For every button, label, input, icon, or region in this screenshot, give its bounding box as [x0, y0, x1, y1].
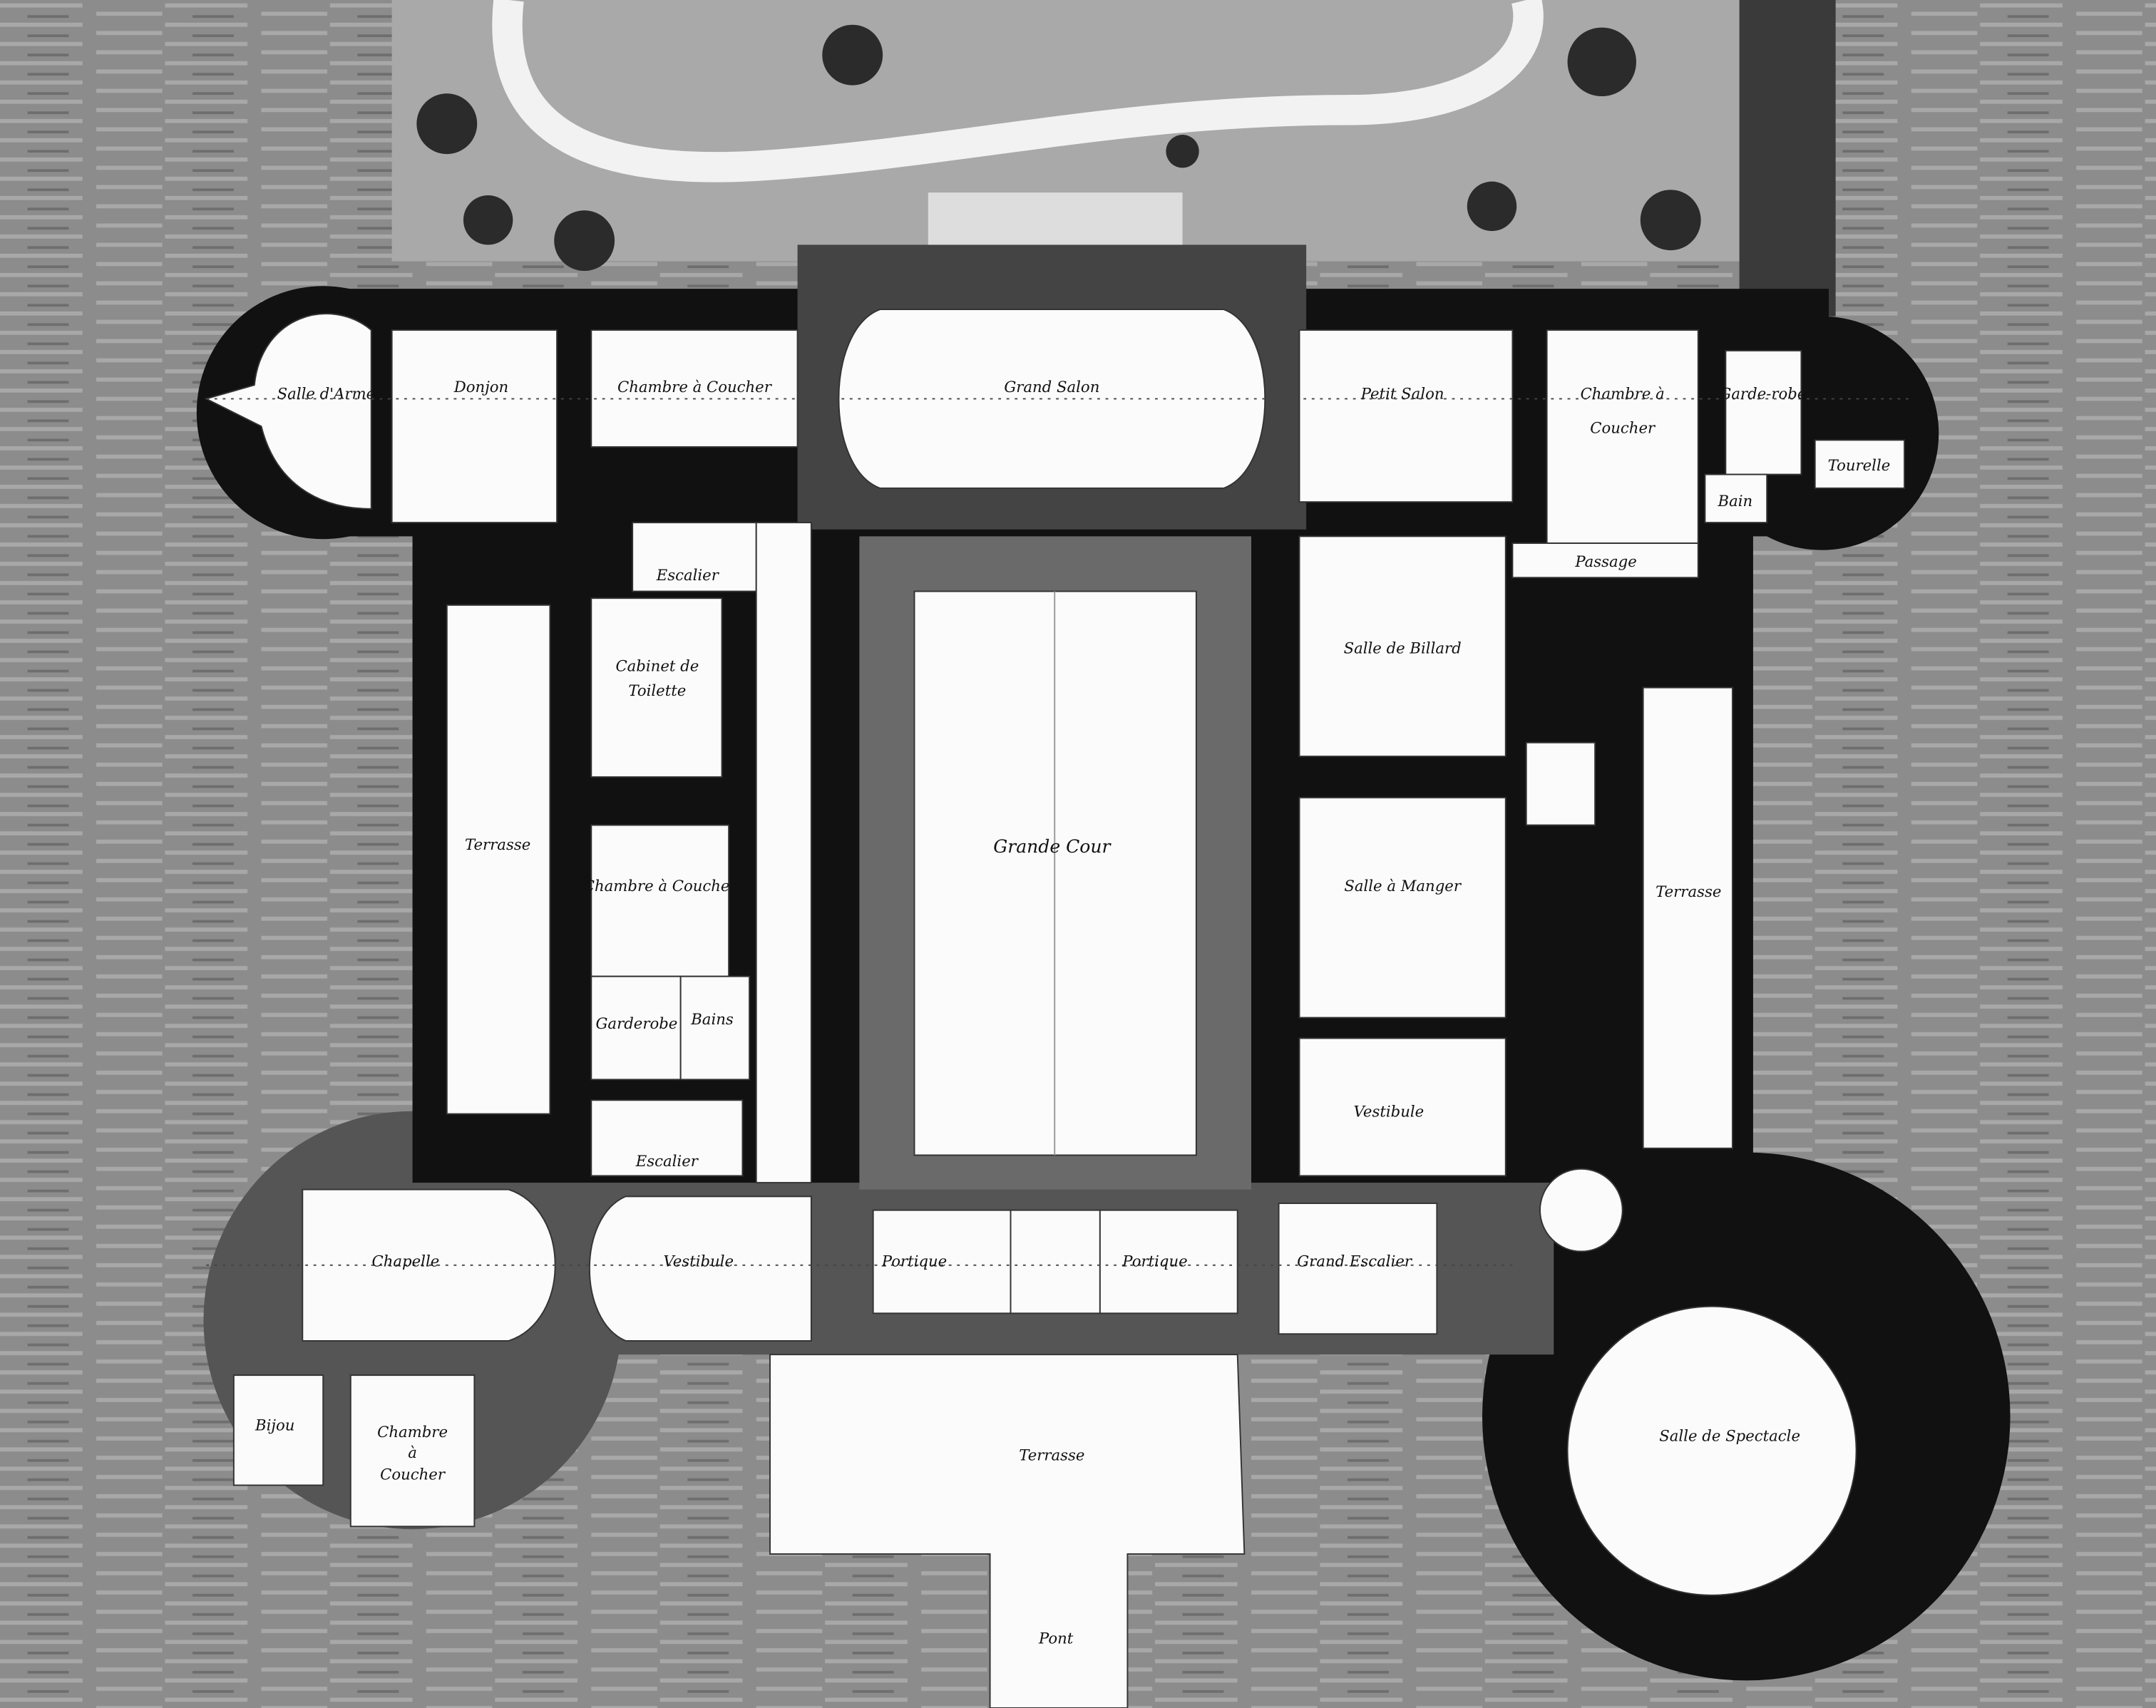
label-bain: Bain	[1718, 493, 1753, 510]
room-labels: Salle d'Armes Donjon Chambre à Coucher G…	[255, 379, 1890, 1648]
garden	[391, 0, 1836, 317]
label-grand-salon: Grand Salon	[1004, 379, 1099, 396]
label-chambre-sw-1: Chambre	[377, 1424, 448, 1441]
label-spectacle: Salle de Spectacle	[1659, 1428, 1800, 1446]
label-garde-robe: Garde-robe	[1719, 385, 1806, 403]
label-petit-salon: Petit Salon	[1360, 385, 1444, 403]
label-chambre-sw-2: à	[408, 1444, 417, 1462]
label-grande-cour: Grande Cour	[993, 836, 1112, 857]
label-pont: Pont	[1038, 1630, 1074, 1647]
label-escalier-n: Escalier	[656, 567, 720, 585]
label-chambre-ne-1: Chambre à	[1581, 385, 1665, 403]
label-chapelle: Chapelle	[372, 1253, 440, 1271]
label-portique-2: Portique	[1121, 1253, 1187, 1271]
label-billard: Salle de Billard	[1344, 639, 1462, 657]
label-terrasse-w: Terrasse	[465, 836, 530, 854]
label-manger: Salle à Manger	[1344, 878, 1462, 895]
label-chambre-nw: Chambre à Coucher	[617, 379, 773, 396]
label-chambre-ne-2: Coucher	[1590, 420, 1656, 438]
label-cabinet-2: Toilette	[628, 682, 686, 700]
label-chambre-sw-3: Coucher	[380, 1466, 446, 1484]
label-grand-escalier: Grand Escalier	[1297, 1253, 1413, 1271]
label-bains-w: Bains	[690, 1011, 734, 1029]
label-chambre-w: Chambre à Coucher	[583, 878, 739, 895]
label-passage: Passage	[1574, 553, 1636, 571]
label-escalier-s: Escalier	[635, 1153, 699, 1171]
label-salle-armes: Salle d'Armes	[277, 385, 383, 403]
label-terrasse-e: Terrasse	[1655, 883, 1721, 901]
label-garderobe-w: Garderobe	[596, 1015, 678, 1033]
label-donjon: Donjon	[453, 379, 508, 396]
dotted-axes	[206, 398, 1911, 1266]
label-bijou: Bijou	[255, 1416, 294, 1434]
label-vestibule-e: Vestibule	[1354, 1103, 1424, 1121]
label-terrasse-s: Terrasse	[1019, 1447, 1084, 1465]
label-portique-1: Portique	[881, 1253, 947, 1271]
label-vestibule-s: Vestibule	[663, 1253, 734, 1271]
rooms	[204, 309, 1906, 1708]
label-tourelle: Tourelle	[1828, 457, 1891, 475]
label-cabinet-1: Cabinet de	[615, 657, 699, 675]
